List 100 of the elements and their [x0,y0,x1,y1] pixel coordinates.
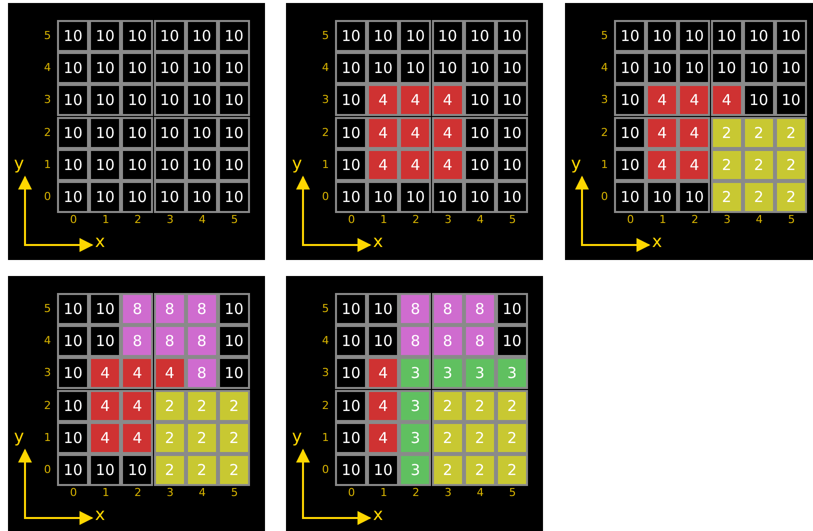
grid-cell: 2 [742,116,775,149]
grid-cell: 10 [335,454,367,486]
grid-cell: 10 [432,52,464,84]
grid-cell: 10 [496,181,528,213]
axis-tick-label: 3 [166,213,174,227]
grid-cell: 10 [57,293,89,325]
grid-cell: 3 [399,454,432,486]
grid-cell: 3 [464,357,496,390]
grid-cell: 8 [154,325,186,358]
grid-cell: 10 [57,390,89,422]
grid-cell: 10 [121,454,154,486]
axis-tick-label: 4 [44,334,51,348]
grid-cell: 10 [710,20,743,52]
grid-cell: 10 [464,181,496,213]
grid-cell: 10 [646,20,678,52]
grid-cell: 2 [186,422,218,454]
axis-tick-label: 4 [322,334,329,348]
grid-cell: 3 [432,357,464,390]
axis-tick-label: 3 [322,93,329,108]
grid-cell: 10 [775,52,807,84]
axis-tick-label: 5 [788,213,795,227]
axis-tick-label: 5 [509,486,516,500]
axis-tick-label: 2 [322,126,329,140]
grid-cell: 2 [775,181,807,213]
grid-cell: 10 [89,20,122,52]
grid-cell: 4 [432,84,464,116]
grid-cell: 10 [742,84,775,116]
grid-cell: 10 [218,20,250,52]
grid-cell: 2 [775,116,807,149]
grid-cell: 10 [678,52,710,84]
axis-label: x [95,506,106,524]
grid-cell: 10 [218,293,250,325]
axis-tick-label: 2 [134,213,142,227]
grid-cell: 4 [89,422,122,454]
grid-cell: 4 [367,357,400,390]
grid-cell: 2 [742,181,775,213]
grid-cell: 10 [154,116,186,149]
axis-tick-label: 1 [380,486,388,500]
axis-tick-label: 4 [198,213,206,227]
grid-cell: 10 [496,116,528,149]
grid-cell: 10 [367,20,400,52]
grid-cell: 2 [154,390,186,422]
grid-cell: 10 [57,116,89,149]
axis-tick-label: 0 [601,190,608,204]
axis-tick-label: 2 [322,398,329,413]
axis-tick-label: 1 [322,430,329,445]
axis-label: y [14,428,24,446]
grid-cell: 10 [57,325,89,358]
grid-cell: 10 [678,181,710,213]
grid-cell: 10 [775,84,807,116]
grid-cell: 8 [186,293,218,325]
grid-cell: 8 [186,357,218,390]
axis-tick-label: 2 [601,126,608,140]
grid-cell: 10 [399,181,432,213]
grid-cell: 10 [335,390,367,422]
grid-cell: 10 [614,52,646,84]
grid-cell: 10 [367,454,400,486]
grid-cell: 10 [399,52,432,84]
grid-cell: 10 [121,116,154,149]
grid-cell: 10 [464,52,496,84]
grid-cell: 10 [57,357,89,390]
grid-cell: 10 [335,181,367,213]
grid-cell: 10 [218,325,250,358]
axis-tick-label: 4 [601,61,608,76]
grid-cell: 8 [432,325,464,358]
axis-tick-label: 0 [348,213,355,227]
axis-tick-label: 3 [724,213,731,227]
grid-cell: 3 [496,357,528,390]
grid-cell: 2 [154,454,186,486]
axis-tick-label: 0 [322,463,329,477]
grid-cell: 10 [57,52,89,84]
grid-cell: 10 [367,293,400,325]
grid-cell: 10 [57,422,89,454]
grid-cell: 10 [218,84,250,116]
grid-cell: 4 [710,84,743,116]
grid-cell: 3 [399,390,432,422]
grid-cell: 2 [464,390,496,422]
grid-cell: 10 [367,325,400,358]
grid-cell: 10 [335,84,367,116]
grid-cell: 2 [710,181,743,213]
grid-cell: 10 [496,52,528,84]
grid-cell: 2 [710,116,743,149]
axis-label: x [95,233,106,251]
axis-tick-label: 4 [198,486,206,500]
grid-cell: 10 [218,357,250,390]
grid-cell: 4 [89,390,122,422]
grid-cell: 10 [496,293,528,325]
grid-cell: 2 [154,422,186,454]
grid-cell: 2 [218,422,250,454]
grid-cell: 10 [89,454,122,486]
grid-cell: 10 [154,20,186,52]
grid-cell: 10 [775,20,807,52]
grid-cell: 10 [742,52,775,84]
axis-tick-label: 4 [322,61,329,76]
axis-tick-label: 5 [44,302,51,316]
grid-cell: 4 [432,148,464,181]
axis-tick-label: 1 [102,213,110,227]
grid-cell: 10 [57,181,89,213]
axis-tick-label: 5 [601,29,608,43]
grid-cell: 4 [154,357,186,390]
